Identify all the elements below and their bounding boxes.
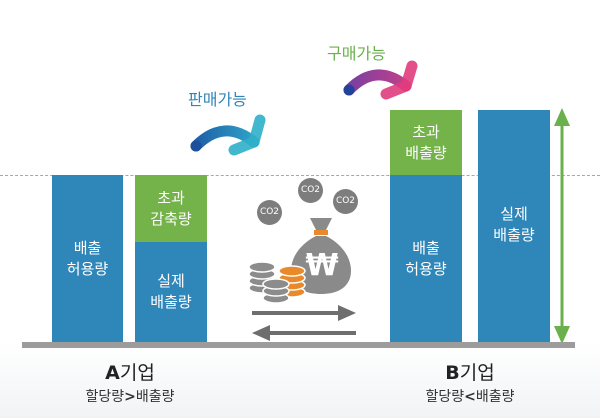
relation-right: 배출량 (135, 389, 175, 405)
company-b-letter: B (445, 362, 460, 384)
company-a-letter: A (105, 362, 120, 384)
b-actual-line2: 배출량 (493, 226, 535, 244)
buy-arrow-icon (343, 60, 418, 100)
exchange-arrows-icon (252, 305, 356, 341)
relation-left: 할당량 (425, 389, 465, 405)
relation-right: 배출량 (475, 389, 515, 405)
co2-bubble-icon: CO2 (298, 178, 323, 203)
b-allowance-line1: 배출 (412, 238, 440, 257)
range-arrow-icon (554, 108, 570, 344)
b-actual-line1: 실제 (500, 205, 528, 223)
a-actual-line1: 실제 (157, 272, 185, 290)
co2-bubble-icon: CO2 (333, 189, 358, 214)
allocation-line (0, 175, 600, 176)
buy-label: 구매가능 (327, 44, 386, 63)
coin-stacks-icon (248, 261, 306, 304)
relation-left: 할당량 (85, 389, 125, 405)
company-a-title: A기업 (60, 358, 200, 385)
company-a-suffix: 기업 (119, 362, 155, 384)
company-b-title: B기업 (400, 358, 540, 385)
company-b-relation: 할당량<배출량 (395, 386, 545, 406)
market-trade-illustration: CO2 CO2 CO2 ₩ (240, 178, 370, 343)
b-allowance-line2: 허용량 (405, 259, 447, 278)
a-allowance-line1: 배출 (73, 238, 102, 257)
company-a-relation: 할당량>배출량 (55, 386, 205, 406)
co2-bubble-icon: CO2 (257, 200, 282, 225)
a-actual-line2: 배출량 (150, 293, 192, 311)
sell-arrow-icon (190, 114, 266, 156)
b-excess-line2: 배출량 (405, 143, 447, 162)
b-excess-line1: 초과 (412, 122, 440, 141)
money-bag-icon (291, 218, 351, 294)
sell-label: 판매가능 (188, 90, 247, 109)
a-excess-line1: 초과 (157, 188, 185, 207)
relation-operator: < (464, 389, 476, 405)
a-allowance-line2: 허용량 (66, 259, 109, 278)
relation-operator: > (124, 389, 136, 405)
a-excess-line2: 감축량 (150, 209, 192, 228)
baseline (22, 342, 575, 348)
company-b-suffix: 기업 (459, 362, 495, 384)
won-symbol: ₩ (305, 248, 339, 283)
